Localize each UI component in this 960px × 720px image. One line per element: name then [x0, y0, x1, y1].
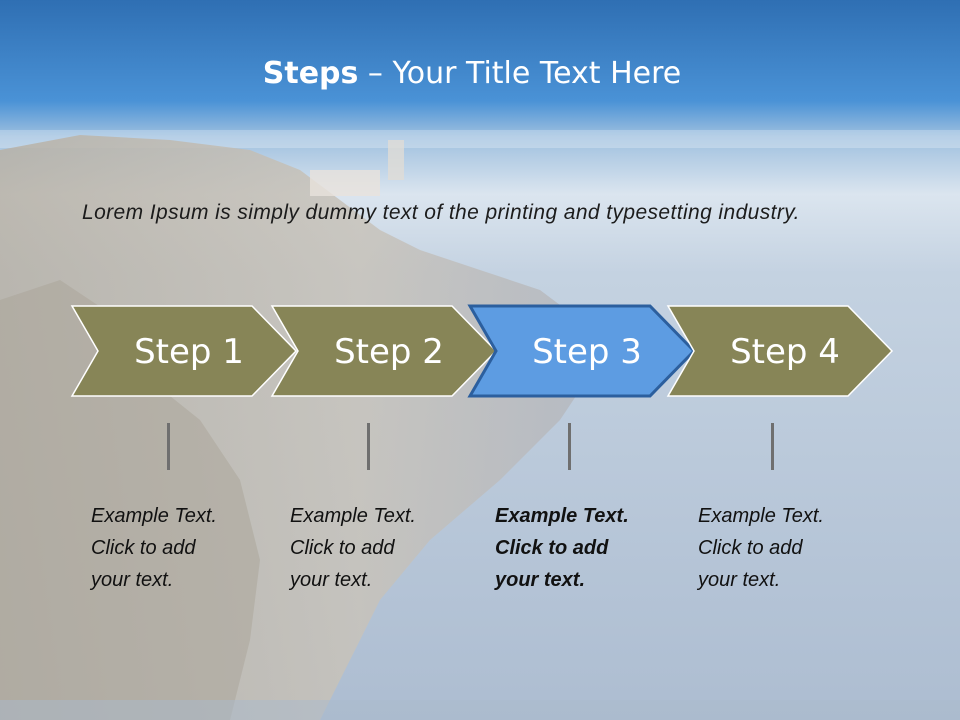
step-3-shape	[467, 304, 697, 398]
step-3-note[interactable]: Example Text. Click to add your text.	[495, 505, 629, 591]
step-2-chevron[interactable]: Step 2	[270, 305, 498, 397]
step-3-label: Step 3	[532, 332, 642, 372]
slide-title[interactable]: Steps – Your Title Text Here	[0, 52, 944, 96]
step-4-label: Step 4	[730, 332, 840, 372]
step-4-chevron[interactable]: Step 4	[666, 305, 894, 397]
step-4-shape	[666, 305, 894, 397]
step-2-shape	[270, 305, 498, 397]
connector-line-4	[771, 423, 774, 470]
connector-line-2	[367, 423, 370, 470]
step-3-chevron[interactable]: Step 3	[467, 304, 697, 398]
connector-line-3	[568, 423, 571, 470]
title-bold: Steps	[262, 56, 359, 91]
step-2-note[interactable]: Example Text. Click to add your text.	[290, 505, 416, 591]
step-2-label: Step 2	[334, 332, 444, 372]
step-4-note[interactable]: Example Text. Click to add your text.	[698, 505, 824, 591]
connector-line-1	[167, 423, 170, 470]
step-1-chevron[interactable]: Step 1	[70, 305, 298, 397]
step-1-note[interactable]: Example Text. Click to add your text.	[91, 505, 217, 591]
step-1-label: Step 1	[134, 332, 244, 372]
title-rest: – Your Title Text Here	[358, 56, 682, 91]
intro-text[interactable]: Lorem Ipsum is simply dummy text of the …	[82, 201, 800, 224]
step-1-shape	[70, 305, 298, 397]
